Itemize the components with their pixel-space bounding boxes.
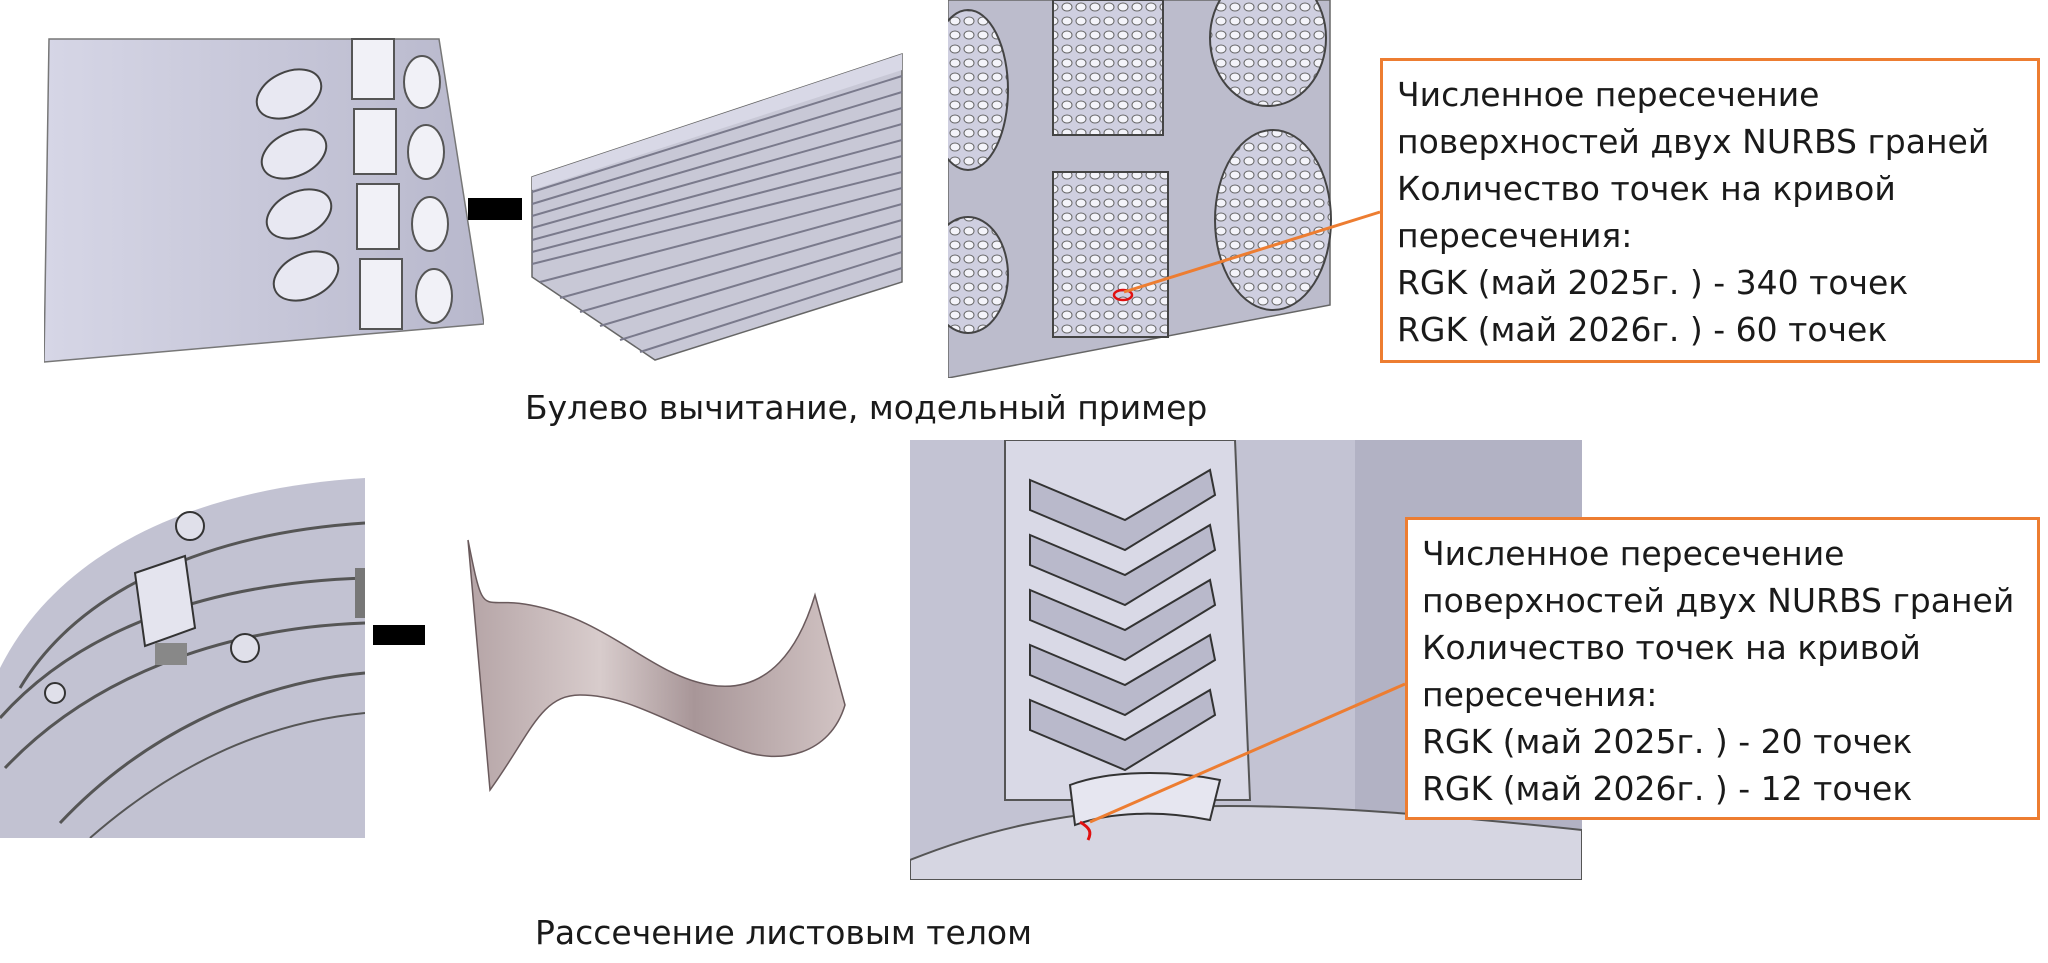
callout-top-line-1: Численное пересечение: [1397, 75, 1820, 114]
callout-bottom-line-6: RGK (май 2026г. ) - 12 точек: [1422, 769, 1913, 808]
callout-bottom-line-5: RGK (май 2025г. ) - 20 точек: [1422, 722, 1913, 761]
minus-operator-top: [468, 198, 522, 220]
turbine-ring-model: [0, 478, 365, 838]
callout-bottom-line-2: поверхностей двух NURBS граней: [1422, 581, 2015, 620]
caption-bottom: Рассечение листовым телом: [535, 913, 1033, 952]
callout-top-line-6: RGK (май 2026г. ) - 60 точек: [1397, 310, 1888, 349]
perforated-plate-model: [44, 38, 484, 363]
callout-bottom: Численное пересечение поверхностей двух …: [1405, 517, 2040, 820]
callout-top-line-5: RGK (май 2025г. ) - 340 точек: [1397, 263, 1909, 302]
caption-top: Булево вычитание, модельный пример: [525, 388, 1208, 427]
callout-bottom-line-4: пересечения:: [1422, 675, 1658, 714]
layered-box-model: [531, 52, 903, 361]
sheet-body-model: [467, 539, 846, 793]
callout-top: Численное пересечение поверхностей двух …: [1380, 58, 2040, 363]
callout-bottom-line-3: Количество точек на кривой: [1422, 628, 1921, 667]
boolean-result-model: [948, 0, 1332, 378]
callout-top-line-3: Количество точек на кривой: [1397, 169, 1896, 208]
callout-top-line-2: поверхностей двух NURBS граней: [1397, 122, 1990, 161]
minus-operator-bottom: [373, 625, 425, 645]
callout-top-line-4: пересечения:: [1397, 216, 1633, 255]
callout-bottom-line-1: Численное пересечение: [1422, 534, 1845, 573]
